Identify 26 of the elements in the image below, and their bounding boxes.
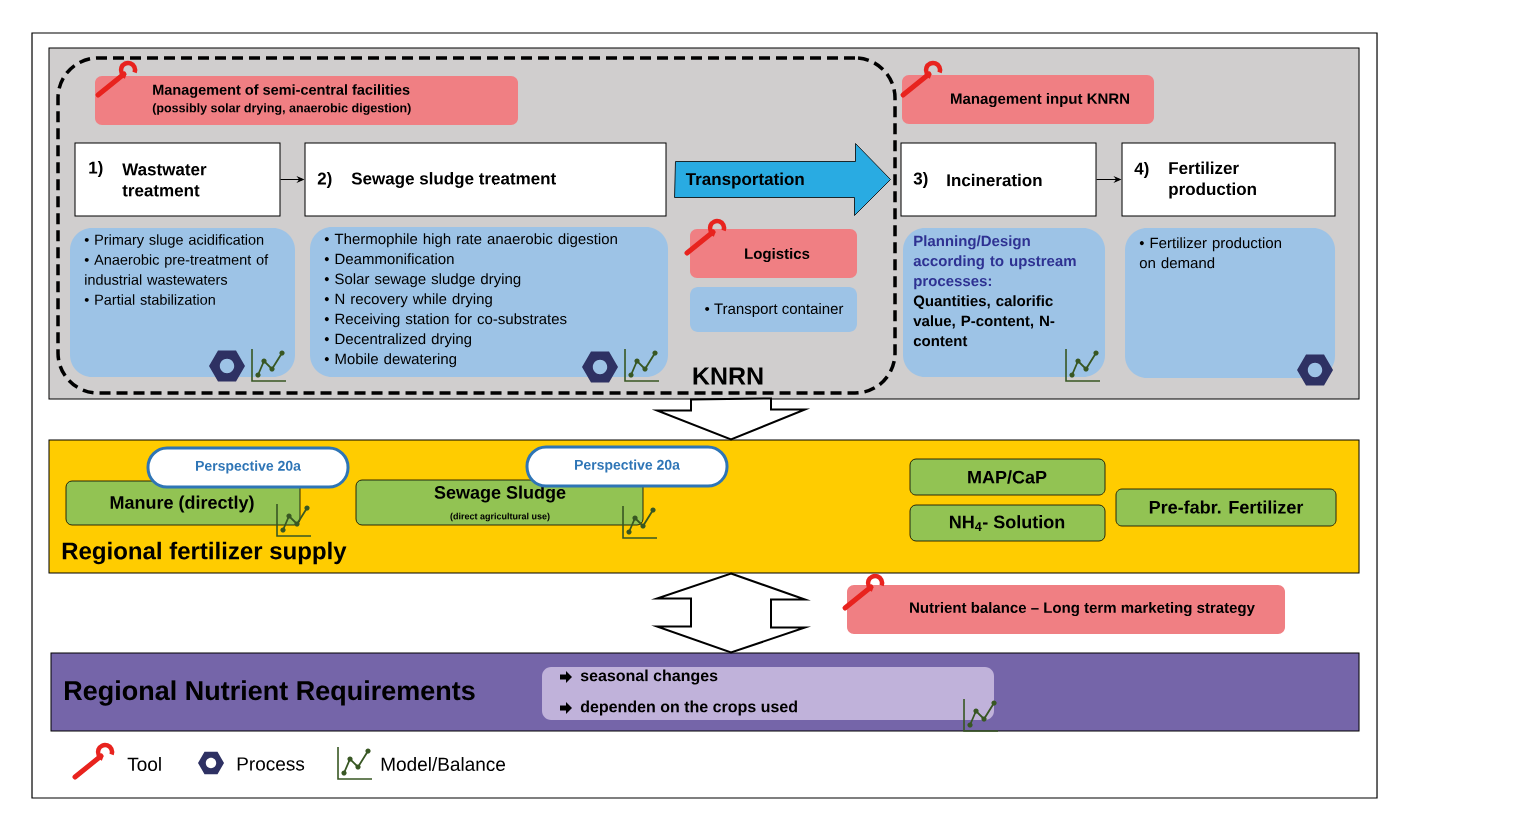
block-arrow bbox=[651, 397, 811, 441]
process-box: 2) Sewage sludge treatment bbox=[304, 142, 667, 217]
product-box: Sewage Sludge (direct agricultural use) bbox=[355, 479, 644, 526]
perspective-pill: Perspective 20a bbox=[146, 446, 350, 489]
process-box: 4) Fertilizer production bbox=[1121, 142, 1336, 217]
product-box: NH$_{4}$- Solution bbox=[909, 504, 1106, 542]
perspective-pill: Perspective 20a bbox=[525, 445, 729, 488]
note-box: seasonal changes dependen on the crops used bbox=[542, 667, 994, 720]
task-box: Management input KNRN bbox=[902, 75, 1154, 124]
info-box: Planning/Design according to upstream processes: Quantities, calorific value, P-content, N-content bbox=[903, 228, 1105, 377]
product-box: Pre-fabr. Fertilizer bbox=[1115, 488, 1337, 527]
task-box: Logistics bbox=[690, 229, 857, 278]
info-box: • Transport container bbox=[690, 287, 857, 332]
info-box: • Primary sluge acidification • Anaerobic pre-treatment of industrial wastewaters • Partial stabilization bbox=[70, 228, 295, 377]
info-box: • Thermophile high rate anaerobic digestion • Deammonification • Solar sewage sludge drying • N recovery while drying • Receiving station for co-substrates • Decentralized drying • Mobile dewatering bbox=[310, 227, 668, 377]
legend-label: Process bbox=[237, 757, 305, 771]
task-box: Nutrient balance – Long term marketing strategy bbox=[847, 585, 1285, 634]
process-box: 1) Wastwater treatment bbox=[74, 142, 281, 217]
task-box: Management of semi-central facilities (possibly solar drying, anaerobic digestion) bbox=[95, 76, 518, 125]
product-box: MAP/CaP bbox=[909, 458, 1106, 496]
legend-label: Tool bbox=[127, 757, 161, 771]
legend-label: Model/Balance bbox=[381, 757, 506, 771]
process-box: 3) Incineration bbox=[900, 142, 1097, 217]
arrow bbox=[1096, 176, 1121, 183]
info-box: • Fertilizer production on demand bbox=[1125, 228, 1335, 378]
arrow bbox=[280, 176, 304, 183]
